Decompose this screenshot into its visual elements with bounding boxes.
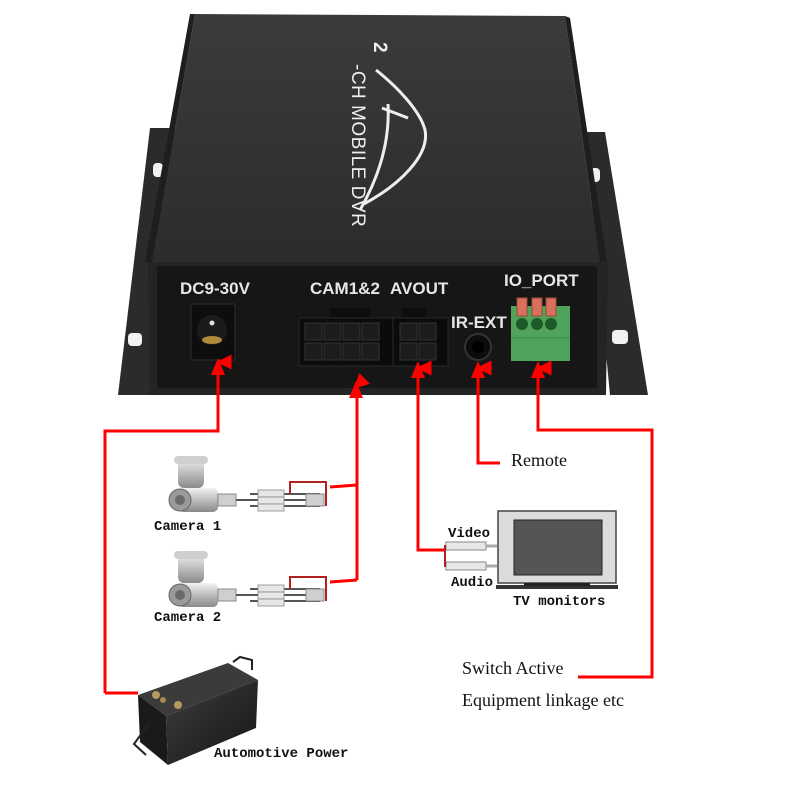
camera-1: Camera 1 xyxy=(154,456,327,535)
left-flange-hole-bottom xyxy=(128,333,142,346)
io-port-label: IO_PORT xyxy=(504,271,579,290)
avout-connector xyxy=(392,308,449,367)
dvr-top-lid xyxy=(152,14,600,262)
tv-monitor: TV monitors xyxy=(496,510,618,610)
remote-label: Remote xyxy=(511,450,567,470)
dvr-device: 2 -CH MOBILE DVR DC9-30V CAM1&2 AVOUT IR… xyxy=(118,14,648,395)
automotive-battery: Automotive Power xyxy=(132,655,348,765)
dc-power-jack xyxy=(190,303,236,361)
io-port-terminal xyxy=(511,297,570,361)
ir-ext-jack xyxy=(464,333,492,361)
tv-label: TV monitors xyxy=(513,594,605,610)
switch-active-label: Switch Active xyxy=(462,658,564,678)
remote-wire xyxy=(476,360,500,465)
logo-swoosh xyxy=(358,68,428,211)
dvr-logo: 2 -CH MOBILE DVR xyxy=(347,42,428,227)
battery-label: Automotive Power xyxy=(214,746,348,762)
io-wire xyxy=(536,360,654,679)
camera-connector xyxy=(298,308,398,367)
camera-2-label: Camera 2 xyxy=(154,610,221,626)
wiring xyxy=(103,354,654,695)
arrowheads xyxy=(211,358,545,398)
logo-number: 2 xyxy=(369,42,390,53)
camera-1-label: Camera 1 xyxy=(154,519,221,535)
ir-port-label: IR-EXT xyxy=(451,313,507,332)
av-cables: Video Audio xyxy=(444,526,497,591)
logo-text: -CH MOBILE DVR xyxy=(347,64,368,227)
avout-port-label: AVOUT xyxy=(390,279,449,298)
equipment-linkage-label: Equipment linkage etc xyxy=(462,690,624,710)
audio-label: Audio xyxy=(451,575,493,591)
power-wire xyxy=(103,354,232,693)
right-flange-hole-bottom xyxy=(612,330,628,344)
left-flange-hole-top xyxy=(153,163,163,177)
video-label: Video xyxy=(448,526,490,542)
camera-port-label: CAM1&2 xyxy=(310,279,380,298)
avout-wire xyxy=(416,360,445,552)
camera-2: Camera 2 xyxy=(154,551,327,626)
power-port-label: DC9-30V xyxy=(180,279,251,298)
right-mounting-flange xyxy=(585,132,648,395)
